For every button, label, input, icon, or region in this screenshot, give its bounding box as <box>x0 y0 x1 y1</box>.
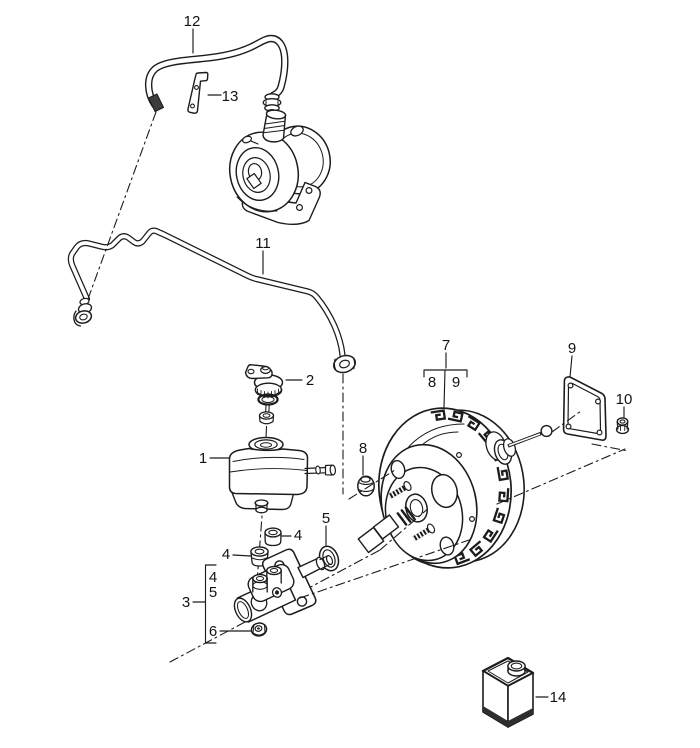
hose-clip-13 <box>187 71 209 114</box>
callout-7: 7 <box>442 337 450 354</box>
callout-labels: 12 13 11 2 1 4 4 5 3 4 5 6 7 8 9 8 9 10 … <box>182 13 633 706</box>
brake-booster-7 <box>357 407 553 569</box>
alignment-lines <box>87 111 381 663</box>
booster-input-rod-clevis <box>357 506 416 554</box>
callout-10: 10 <box>616 391 633 408</box>
reservoir-cap-2 <box>244 364 284 440</box>
booster-output-rod <box>485 424 553 465</box>
fluid-bottle-14 <box>481 656 535 728</box>
booster-vacuum-port-hole <box>390 459 406 480</box>
callout-3-item-5: 5 <box>209 584 217 601</box>
booster-mounting-studs <box>388 480 436 542</box>
vacuum-pipe-11 <box>67 227 357 374</box>
hex-nut-10 <box>615 417 630 435</box>
callout-12: 12 <box>184 13 201 30</box>
callout-11: 11 <box>255 235 271 252</box>
callout-9: 9 <box>568 340 576 357</box>
callout-8: 8 <box>359 440 367 457</box>
callout-7-sub-9: 9 <box>452 374 460 391</box>
bracket-3 <box>204 564 217 644</box>
callout-14: 14 <box>550 689 567 706</box>
hose-rubber-tip <box>148 93 164 112</box>
bottle-cap <box>507 660 526 672</box>
bottle-bottom-band <box>483 706 533 727</box>
callout-3-item-4: 4 <box>209 569 217 586</box>
seal-plug-4-upper <box>264 527 282 547</box>
callout-2: 2 <box>306 372 314 389</box>
hex-nut-6 <box>250 622 268 637</box>
booster-gasket-9 <box>562 376 607 441</box>
fluid-reservoir-1 <box>228 436 337 514</box>
vacuum-hose-12 <box>144 34 289 115</box>
pipe-end-eyelet <box>332 354 357 374</box>
callout-3: 3 <box>182 594 190 611</box>
reservoir-spout <box>254 499 269 507</box>
alignment-lines-front <box>299 410 629 599</box>
leader-lines <box>192 28 625 698</box>
callout-1: 1 <box>199 450 207 467</box>
booster-grommet-8 <box>357 475 375 497</box>
master-cylinder-3 <box>233 548 334 623</box>
callout-7-sub-8: 8 <box>428 374 436 391</box>
vacuum-pump <box>228 109 331 226</box>
callout-13: 13 <box>222 88 239 105</box>
callout-5: 5 <box>322 510 330 527</box>
output-rod-ball <box>540 424 553 438</box>
callout-4-upper: 4 <box>294 527 302 544</box>
callout-3-item-6: 6 <box>209 623 217 640</box>
callout-4-lower: 4 <box>222 546 230 563</box>
